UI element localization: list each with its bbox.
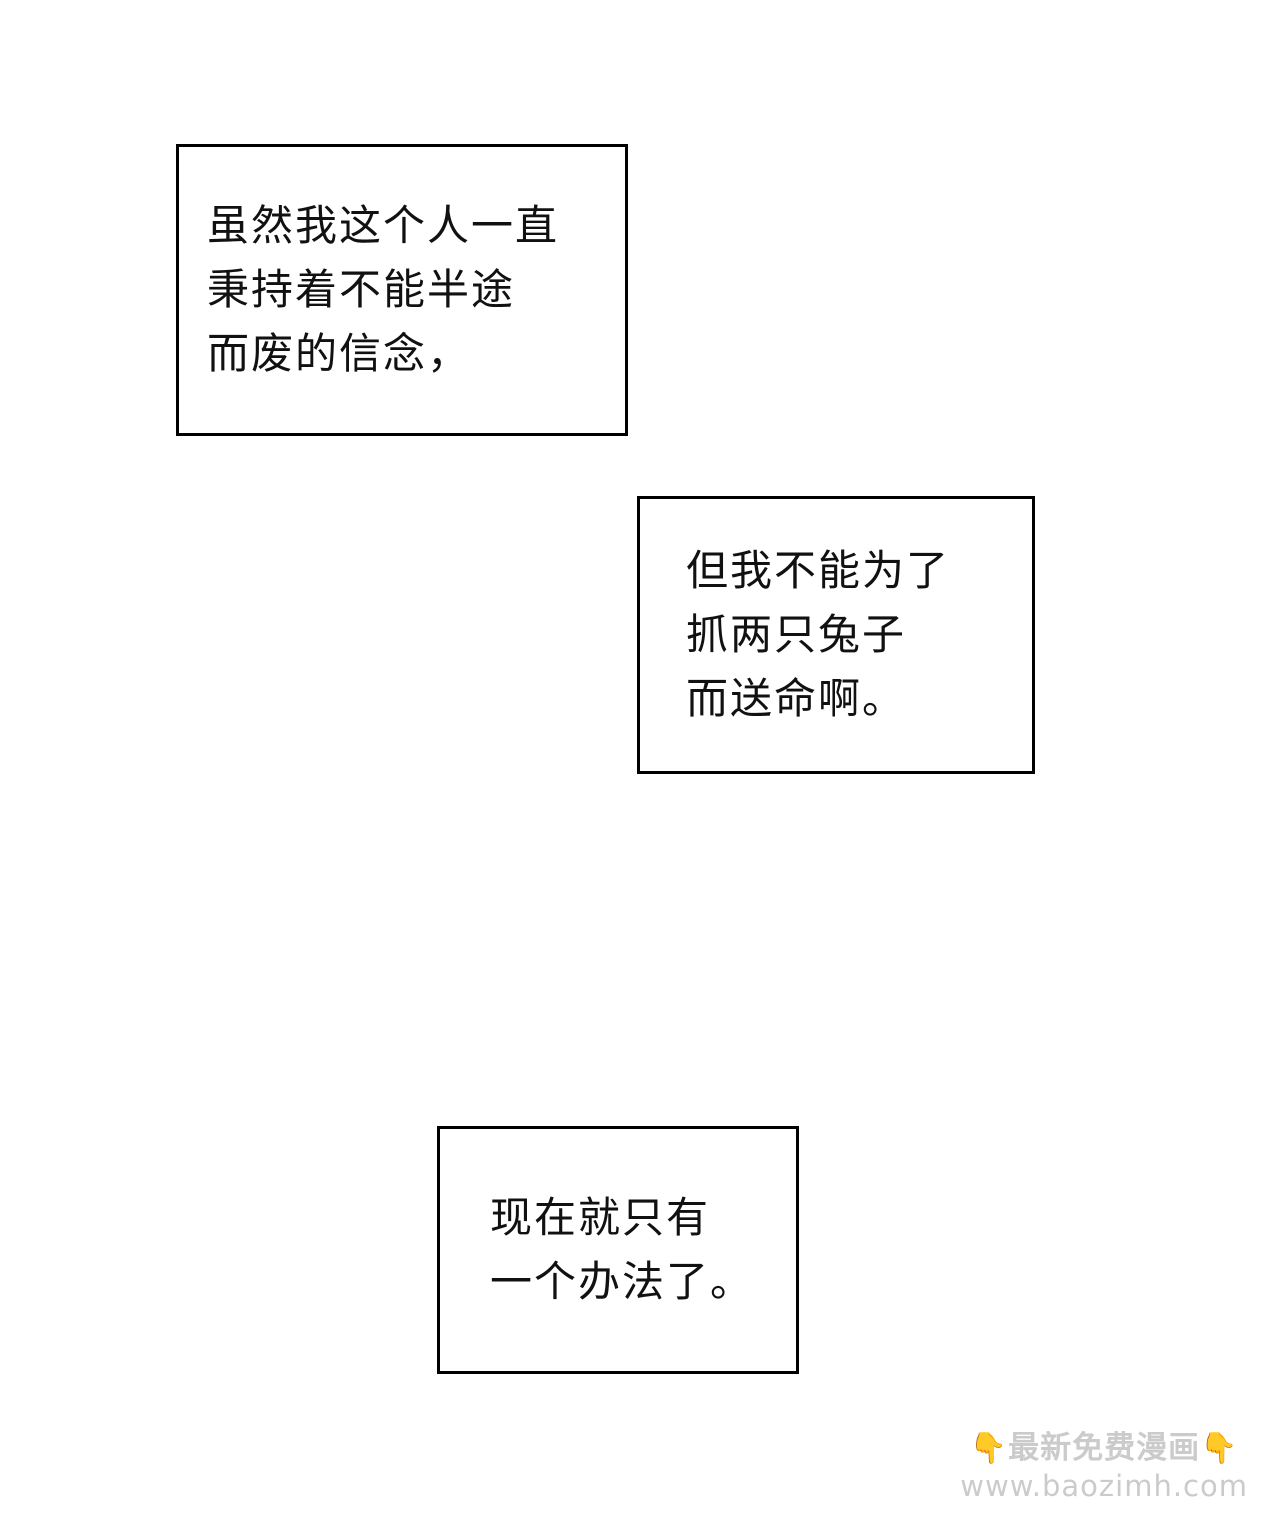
caption-line: 虽然我这个人一直	[207, 201, 560, 251]
point-down-icon: 👇	[1200, 1431, 1239, 1466]
caption-line: 秉持着不能半途	[207, 265, 516, 315]
caption-line: 抓两只兔子	[686, 610, 907, 660]
caption-line: 一个办法了。	[490, 1257, 755, 1306]
caption-box-2: 但我不能为了 抓两只兔子 而送命啊。	[637, 496, 1035, 774]
caption-box-1: 虽然我这个人一直 秉持着不能半途 而废的信念，	[176, 144, 628, 436]
caption-line: 但我不能为了	[686, 546, 951, 596]
watermark: 👇最新免费漫画👇 www.baozimh.com	[960, 1429, 1248, 1504]
watermark-title-row: 👇最新免费漫画👇	[960, 1429, 1248, 1468]
point-down-icon: 👇	[969, 1431, 1009, 1466]
watermark-title: 最新免费漫画	[1008, 1430, 1201, 1466]
caption-line: 而废的信念，	[207, 328, 472, 378]
watermark-url: www.baozimh.com	[960, 1468, 1248, 1503]
caption-box-3: 现在就只有 一个办法了。	[437, 1126, 799, 1374]
caption-line: 而送命啊。	[686, 673, 907, 723]
caption-line: 现在就只有	[490, 1193, 711, 1243]
